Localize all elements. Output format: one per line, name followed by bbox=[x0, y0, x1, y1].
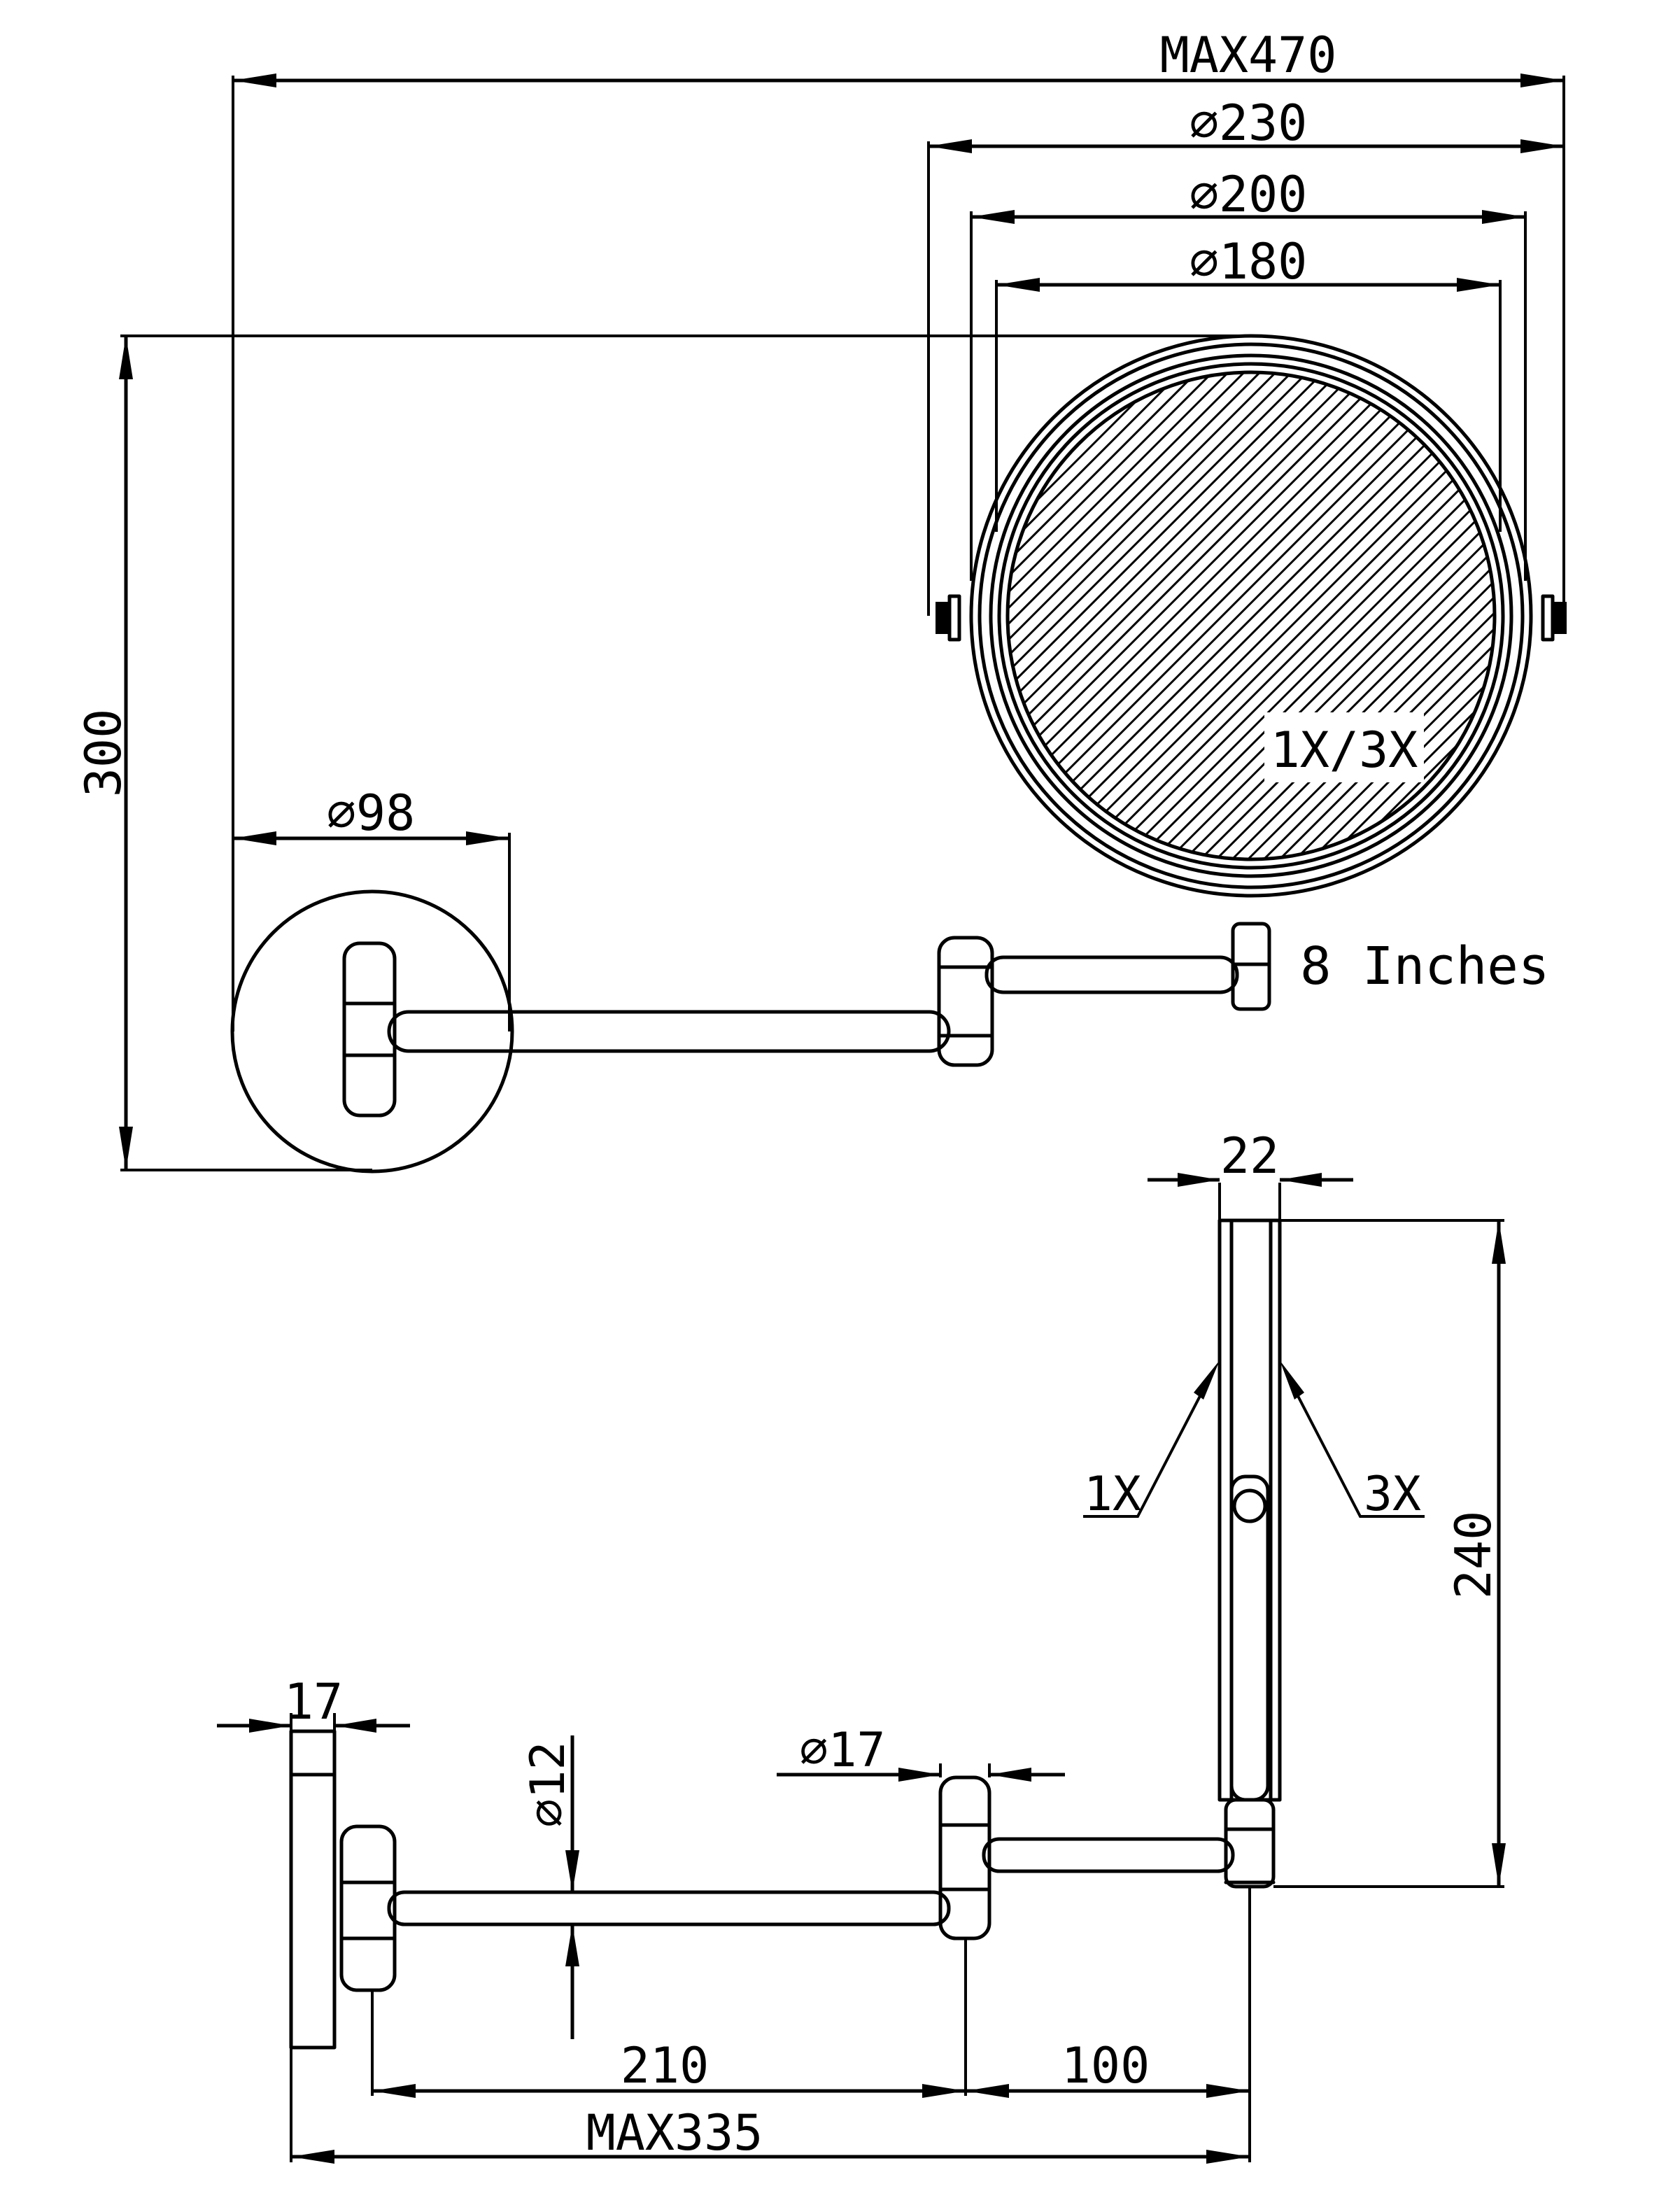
arrow-top bbox=[119, 336, 133, 379]
short-arm-tube bbox=[984, 955, 1239, 994]
arrow-100-right bbox=[1206, 2084, 1250, 2098]
dim-outer-diameter: ⌀230 bbox=[927, 94, 1565, 616]
wall-base-front bbox=[230, 889, 514, 1174]
arrow-bottom bbox=[1492, 1843, 1506, 1887]
arm-short-length-label: 100 bbox=[1061, 2037, 1150, 2094]
arrow-left bbox=[233, 831, 276, 845]
leader-3x bbox=[1286, 1375, 1425, 1518]
arrow-right bbox=[1457, 278, 1500, 292]
dim-max-extension: MAX335 bbox=[290, 2048, 1250, 2164]
arrow-right bbox=[1280, 1173, 1322, 1187]
arm-long-length-label: 210 bbox=[621, 2037, 709, 2094]
joint-diameter-label: ⌀17 bbox=[800, 1723, 886, 1778]
dim-mirror-thickness: 22 bbox=[1148, 1127, 1353, 1220]
arrow-left bbox=[898, 1768, 940, 1782]
dim-arm-diameter: ⌀12 bbox=[521, 1735, 579, 2039]
magnification-label: 1X/3X bbox=[1271, 721, 1418, 779]
dim-frame-diameter: ⌀200 bbox=[970, 166, 1527, 581]
dim-base-thickness: 17 bbox=[217, 1673, 410, 1733]
arrow-right bbox=[334, 1719, 376, 1733]
left-pivot-pin bbox=[936, 602, 950, 634]
side-leaders: 1X 3X bbox=[1083, 1360, 1425, 1522]
mirror-neck bbox=[1231, 922, 1271, 1011]
dim-base-diameter: ⌀98 bbox=[233, 784, 511, 1031]
mirror-outer-ring-inner bbox=[977, 342, 1525, 889]
mirror-yoke bbox=[1229, 1474, 1270, 1802]
arrow-left bbox=[233, 73, 276, 87]
leader-1x-arrow bbox=[1194, 1360, 1220, 1400]
arrow-right bbox=[1482, 210, 1525, 224]
long-arm-side bbox=[387, 1890, 951, 1926]
arrow-right bbox=[1520, 73, 1564, 87]
base-diameter-label: ⌀98 bbox=[327, 784, 415, 842]
mirror-outer-ring bbox=[969, 334, 1533, 898]
arrow-right bbox=[466, 831, 509, 845]
long-arm-tube bbox=[387, 1010, 951, 1053]
arrow-bottom bbox=[565, 1924, 579, 1966]
dim-arm-lengths: 210 100 bbox=[371, 1887, 1251, 2162]
arrow-left bbox=[1178, 1173, 1220, 1187]
mirror-thickness-label: 22 bbox=[1220, 1127, 1279, 1185]
wall-base-side bbox=[289, 1729, 397, 2050]
max-width-label: MAX470 bbox=[1160, 27, 1337, 84]
side-view: 1X 3X bbox=[217, 1127, 1506, 2164]
mirror-head-side bbox=[1217, 1218, 1282, 1889]
elbow-joint-front bbox=[937, 936, 994, 1067]
dim-glass-diameter: ⌀180 bbox=[995, 233, 1502, 532]
arrow-right bbox=[1520, 139, 1564, 153]
dim-mirror-height: 240 bbox=[1273, 1219, 1506, 1888]
arrow-right bbox=[1206, 2150, 1250, 2164]
elbow-block bbox=[937, 936, 994, 1067]
base-plate-circle bbox=[230, 889, 514, 1174]
mirror-pivot-knob bbox=[1232, 1488, 1267, 1523]
arrow-210-left bbox=[372, 2084, 416, 2098]
dim-joint-diameter: ⌀17 bbox=[777, 1723, 1065, 1782]
mirror-frame-ring-inner bbox=[997, 362, 1505, 870]
base-plate-side bbox=[289, 1729, 337, 2050]
base-thickness-label: 17 bbox=[284, 1673, 343, 1731]
arrow-100-left bbox=[966, 2084, 1009, 2098]
long-arm-front bbox=[387, 1010, 951, 1053]
short-arm-side bbox=[982, 1837, 1235, 1873]
arrow-left bbox=[996, 278, 1040, 292]
left-pivot-cap bbox=[947, 594, 961, 642]
glass-diameter-label: ⌀180 bbox=[1190, 233, 1308, 290]
side-3x-label: 3X bbox=[1364, 1467, 1421, 1522]
arm-diameter-label: ⌀12 bbox=[521, 1742, 576, 1828]
side-1x-label: 1X bbox=[1084, 1467, 1141, 1522]
frame-diameter-label: ⌀200 bbox=[1190, 166, 1308, 223]
mirror-frame-ring bbox=[989, 353, 1513, 878]
base-hinge-side bbox=[339, 1824, 397, 1992]
mirror-size-label: 8 Inches bbox=[1300, 936, 1549, 996]
arrow-left bbox=[971, 210, 1015, 224]
mirror-head-front: 1X/3X bbox=[936, 334, 1567, 1011]
base-hinge-block bbox=[342, 941, 397, 1118]
short-arm-front bbox=[984, 955, 1239, 994]
side-neck bbox=[1224, 1798, 1276, 1889]
total-height-label: 300 bbox=[75, 709, 132, 797]
arrow-left bbox=[291, 2150, 334, 2164]
dim-total-height: 300 bbox=[75, 334, 1245, 1171]
front-view: 1X/3X 8 Inches bbox=[75, 27, 1567, 1174]
magnification-label-bg bbox=[1264, 712, 1424, 782]
right-pivot-cap bbox=[1541, 594, 1555, 642]
outer-diameter-label: ⌀230 bbox=[1190, 94, 1308, 152]
mirror-height-label: 240 bbox=[1445, 1511, 1502, 1599]
arrow-top bbox=[1492, 1220, 1506, 1264]
arrow-210-right bbox=[922, 2084, 966, 2098]
max-extension-label: MAX335 bbox=[586, 2104, 763, 2162]
arrow-left bbox=[929, 139, 972, 153]
arrow-left bbox=[249, 1719, 291, 1733]
arrow-right bbox=[989, 1768, 1031, 1782]
arrow-top bbox=[565, 1850, 579, 1892]
mirror-glass bbox=[1005, 370, 1497, 861]
arrow-bottom bbox=[119, 1127, 133, 1170]
leader-3x-arrow bbox=[1280, 1360, 1304, 1400]
leader-1x bbox=[1083, 1375, 1212, 1518]
